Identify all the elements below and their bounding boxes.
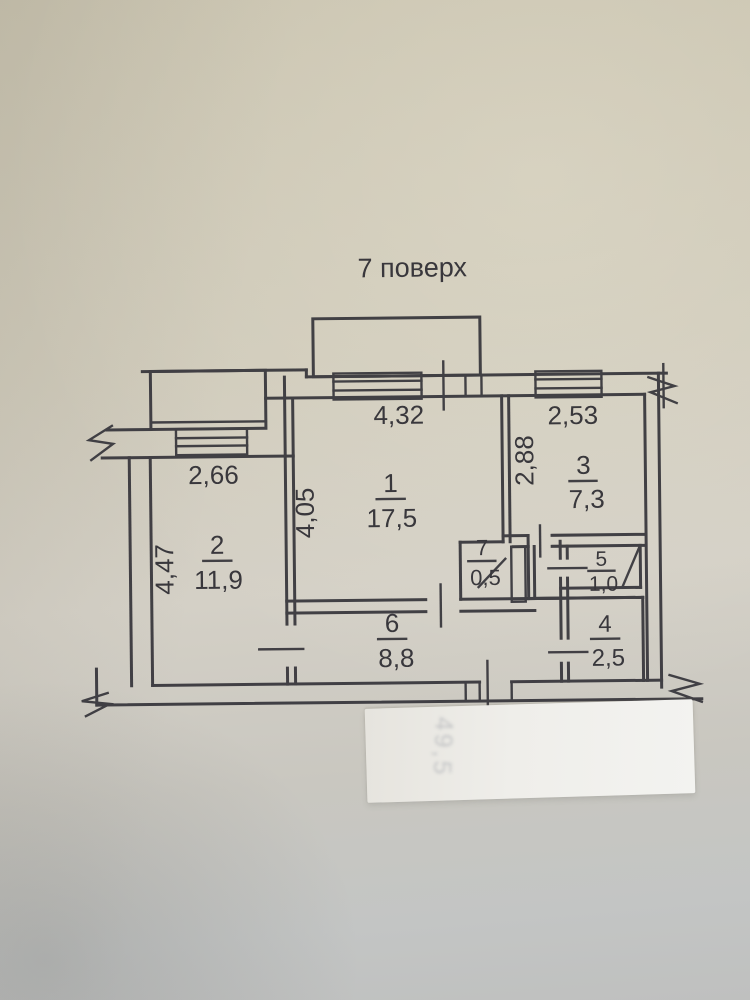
dim-room-2-height: 4,47 (149, 544, 180, 595)
window-room1 (332, 371, 423, 401)
room-4-number: 4 (598, 611, 612, 638)
break-left (85, 424, 117, 462)
walls (94, 315, 704, 707)
room-3-number: 3 (576, 450, 591, 480)
room-7-number: 7 (476, 535, 489, 560)
break-bottom-left (81, 691, 114, 718)
labels: 7 поверх 1 17,5 4,32 4,05 2 11,9 2,66 4,… (149, 252, 626, 673)
room-6-number: 6 (385, 608, 400, 638)
faint-covered-text: 49,5 (427, 716, 458, 778)
dim-room-1-width: 4,32 (373, 400, 424, 431)
room-2-area: 11,9 (194, 565, 243, 596)
paper-strip: 49,5 (364, 699, 696, 803)
room-2-number: 2 (210, 530, 225, 560)
door-leaf-closet7 (509, 545, 527, 603)
dim-room-2-width: 2,66 (188, 460, 239, 491)
room-4-area: 2,5 (592, 645, 626, 672)
balcony-room1 (311, 315, 482, 379)
dim-room-3-height: 2,88 (509, 435, 540, 486)
window-room2 (174, 427, 249, 457)
break-top-right (646, 375, 679, 405)
window-room3 (534, 369, 603, 399)
tick-balcony-door (442, 360, 445, 411)
door-ticks (258, 360, 665, 713)
door-swing-room5 (621, 545, 641, 589)
room-5-number: 5 (595, 548, 607, 571)
tick-entrance-door (486, 659, 490, 713)
room-1-area: 17,5 (366, 503, 417, 534)
room-3-area: 7,3 (568, 484, 604, 514)
room-7-area: 0,5 (470, 565, 501, 590)
break-marks (81, 375, 705, 718)
room-1-number: 1 (383, 468, 398, 498)
windows (174, 369, 603, 457)
dim-room-1-height: 4,05 (290, 487, 321, 538)
break-bottom-right (667, 673, 705, 704)
page-title: 7 поверх (357, 252, 467, 283)
room-6-area: 8,8 (378, 643, 414, 673)
door-swing-closet7 (476, 557, 508, 589)
room-5-area: 1,0 (589, 573, 618, 596)
dim-room-3-width: 2,53 (547, 400, 598, 431)
